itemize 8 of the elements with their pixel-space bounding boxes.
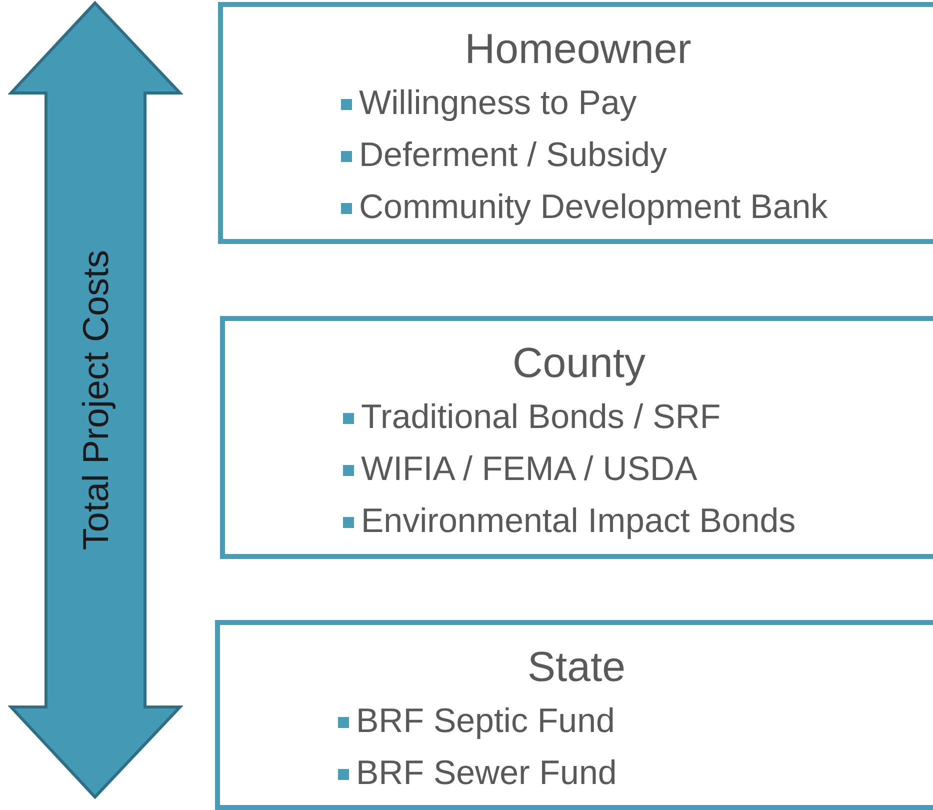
arrow-label: Total Project Costs xyxy=(74,250,116,550)
text-panel xyxy=(215,620,933,810)
double-arrow-shape xyxy=(8,0,183,800)
text-panel xyxy=(220,316,933,559)
text-panel xyxy=(218,2,933,244)
panel-heading: County xyxy=(512,339,646,387)
panel-heading: State xyxy=(527,643,626,691)
panel-heading: Homeowner xyxy=(464,25,692,73)
